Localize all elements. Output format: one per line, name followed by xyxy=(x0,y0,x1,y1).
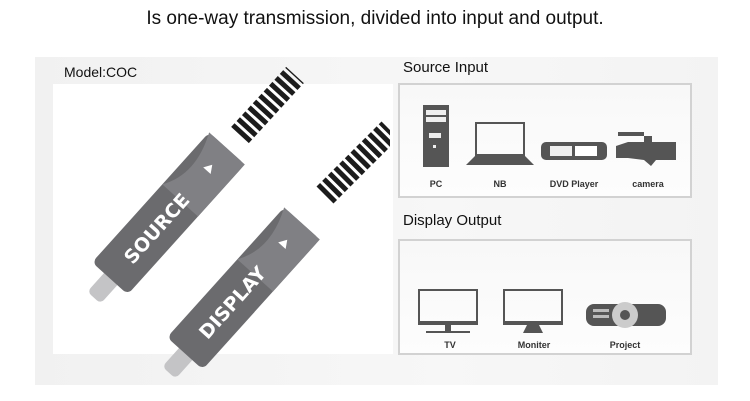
display-output-box: TV Moniter Project xyxy=(398,239,692,355)
tv-icon xyxy=(418,289,478,333)
device-label: TV xyxy=(444,340,456,350)
cable-display xyxy=(316,121,390,204)
cable-source xyxy=(231,66,304,144)
dvd-player-icon xyxy=(541,142,607,160)
device-label: Moniter xyxy=(517,340,551,350)
source-input-heading: Source Input xyxy=(403,59,489,76)
source-input-box: PC NB DVD Player camera xyxy=(398,83,692,198)
cable-illustration: SOURCE DISPLAY xyxy=(89,66,390,377)
display-output-heading: Display Output xyxy=(403,212,502,229)
projector-icon xyxy=(586,302,666,328)
laptop-icon xyxy=(466,122,534,165)
pc-tower-icon xyxy=(423,105,449,167)
page-title: Is one-way transmission, divided into in… xyxy=(146,8,604,29)
video-camera-icon xyxy=(616,132,676,166)
monitor-icon xyxy=(503,289,563,333)
device-label: NB xyxy=(493,179,507,189)
device-label: Project xyxy=(609,340,641,350)
model-label: Model:COC xyxy=(64,64,138,80)
device-label: PC xyxy=(429,179,443,189)
device-label: camera xyxy=(632,179,664,189)
arrow-icon xyxy=(203,164,213,175)
device-label: DVD Player xyxy=(549,179,599,189)
arrow-icon xyxy=(278,239,288,250)
